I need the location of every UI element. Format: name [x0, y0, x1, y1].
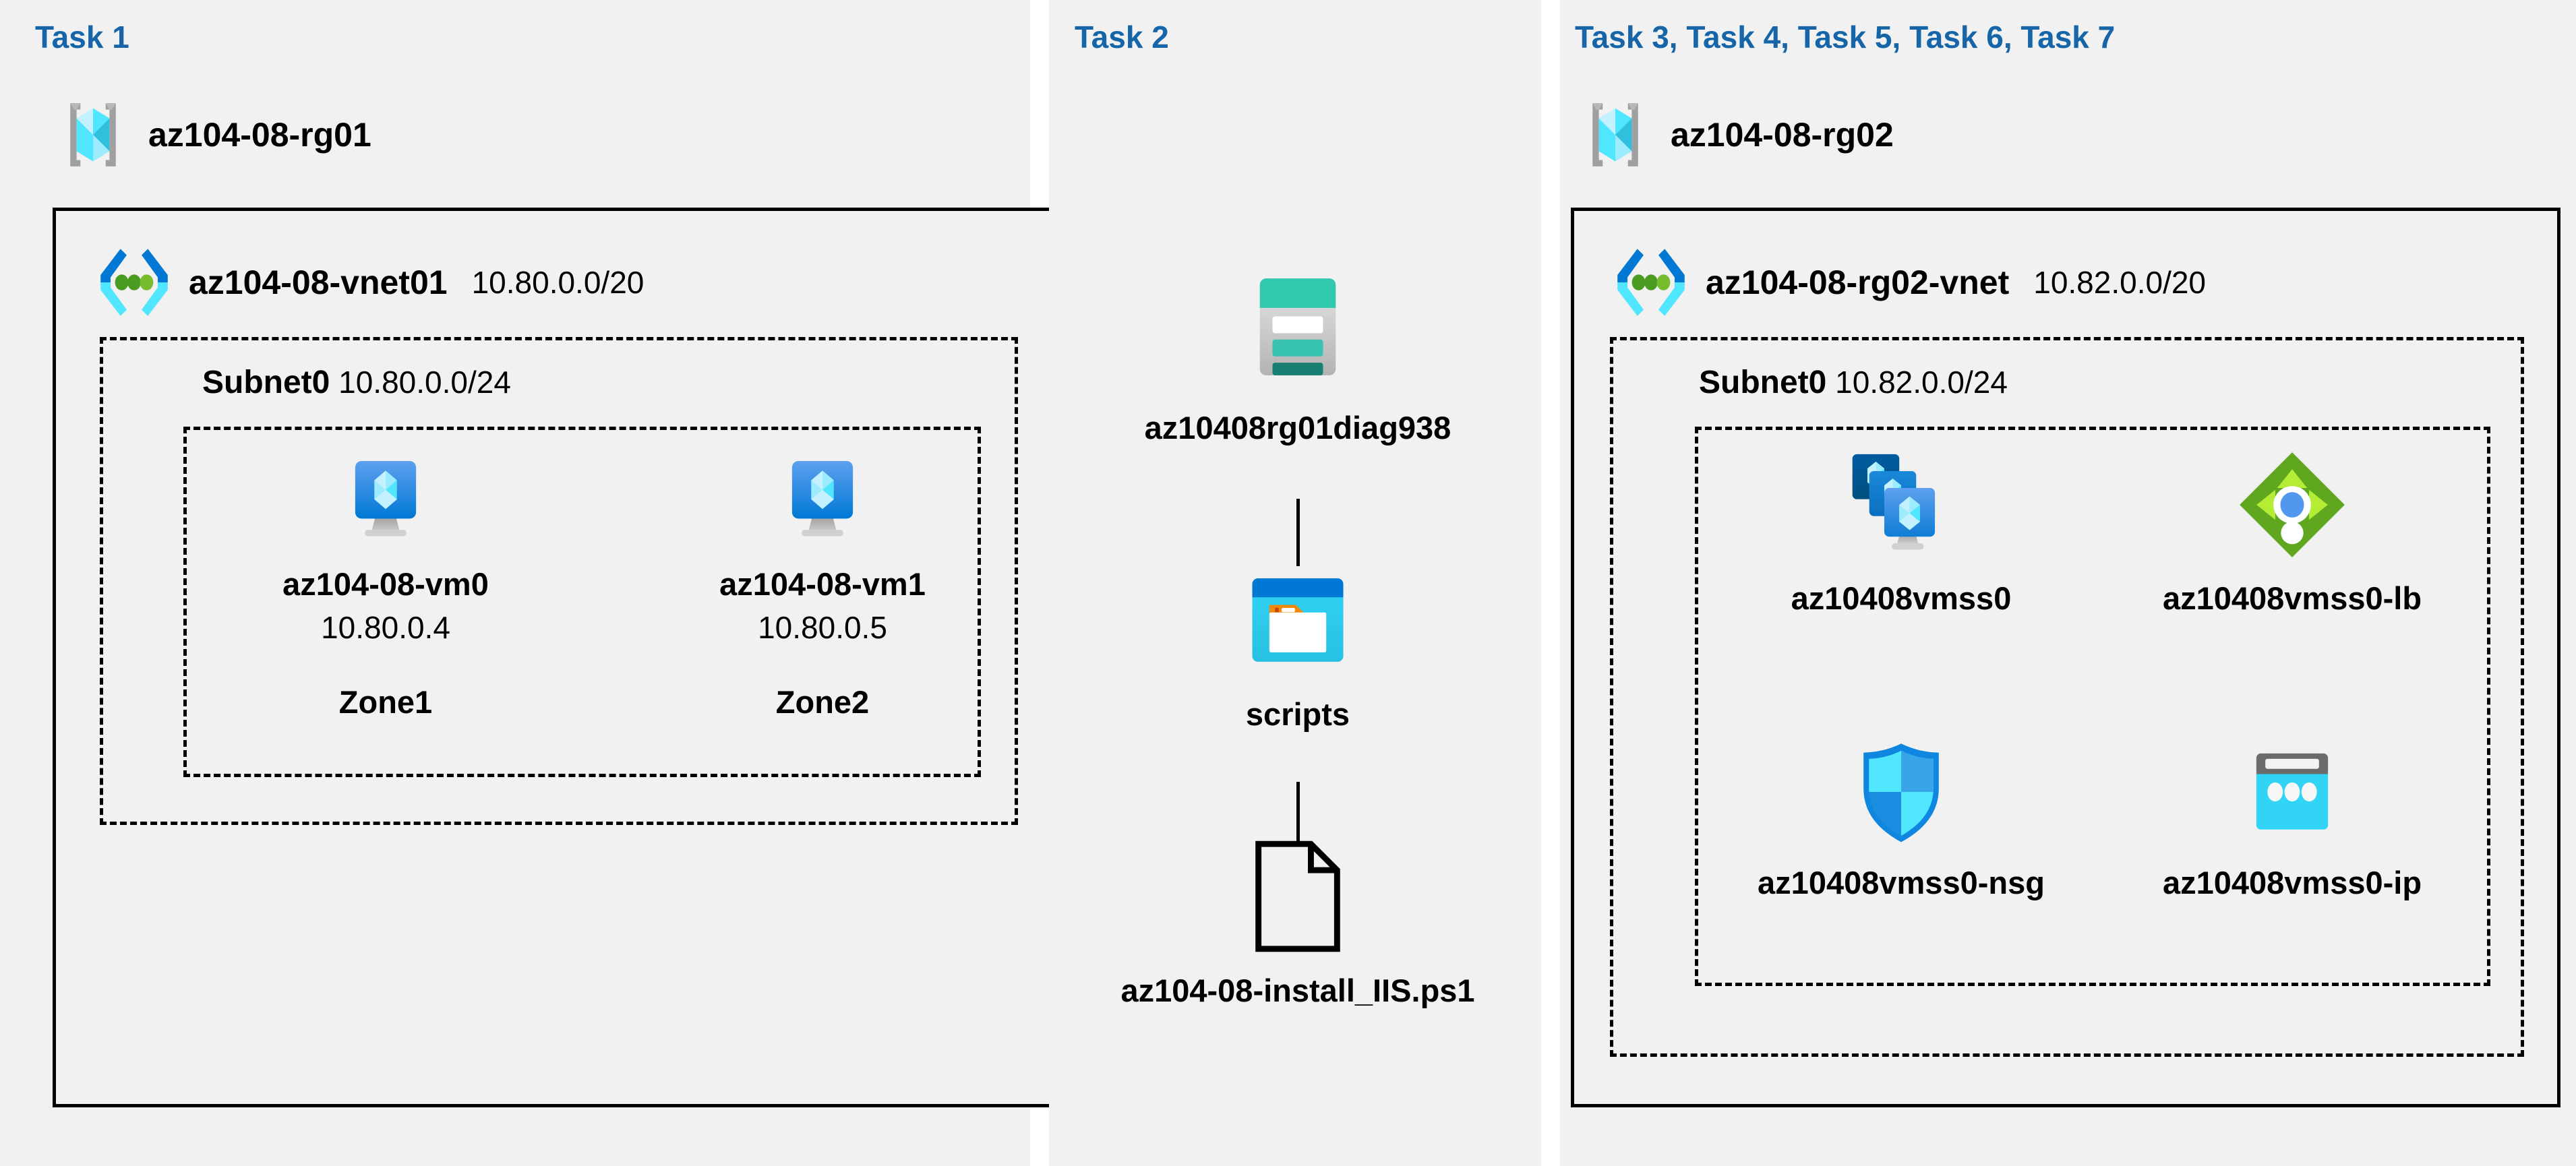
- vm-name: az104-08-vm0: [282, 566, 489, 602]
- connector-line: [1296, 782, 1300, 842]
- task3-resource-group-box: [1695, 427, 2490, 986]
- storage-account-name: az10408rg01diag938: [1144, 410, 1451, 446]
- vmss-node[interactable]: az10408vmss0: [1753, 445, 2049, 617]
- virtual-machine-icon: [771, 448, 874, 551]
- virtual-machine-icon: [334, 448, 437, 551]
- blob-container-node[interactable]: scripts: [1149, 559, 1446, 733]
- vmss-name: az10408vmss0: [1791, 580, 2012, 616]
- vm-zone: Zone1: [338, 684, 433, 720]
- vm-node[interactable]: az104-08-vm0 10.80.0.4 Zone1: [237, 448, 534, 720]
- load-balancer-node[interactable]: az10408vmss0-lb: [2144, 445, 2440, 617]
- file-name: az104-08-install_IIS.ps1: [1120, 973, 1475, 1008]
- task1-subnet-box: [100, 337, 1018, 825]
- task1-vnet-label: az104-08-vnet01: [189, 264, 448, 301]
- file-document-icon: [1247, 836, 1348, 957]
- virtual-network-icon: [1611, 243, 1691, 322]
- public-ip-address-icon: [2235, 735, 2349, 849]
- vm-ip: 10.80.0.4: [321, 610, 450, 645]
- public-ip-name: az10408vmss0-ip: [2162, 865, 2422, 900]
- task1-resource-group: az104-08-rg01: [53, 94, 371, 175]
- task3-subnet-cidr: 10.82.0.0/24: [1835, 365, 2008, 400]
- nsg-node[interactable]: az10408vmss0-nsg: [1753, 735, 2049, 901]
- task3-vnet-label: az104-08-rg02-vnet: [1706, 264, 2010, 301]
- connector-line: [1296, 499, 1300, 566]
- vm-name: az104-08-vm1: [719, 566, 926, 602]
- public-ip-node[interactable]: az10408vmss0-ip: [2144, 735, 2440, 901]
- nsg-name: az10408vmss0-nsg: [1758, 865, 2045, 900]
- storage-account-node[interactable]: az10408rg01diag938: [1145, 259, 1451, 446]
- task3-rg-label: az104-08-rg02: [1671, 116, 1894, 154]
- task1-vnet: az104-08-vnet01 10.80.0.0/20: [94, 243, 644, 322]
- task3-vnet-box: [1571, 208, 2560, 1107]
- task3-subnet-name: Subnet0: [1699, 365, 1827, 400]
- task1-title: Task 1: [35, 20, 129, 55]
- task3-subnet-box: [1610, 337, 2524, 1057]
- task1-subnet-label: Subnet0 10.80.0.0/24: [202, 364, 511, 401]
- task1-subnet-name: Subnet0: [202, 365, 330, 400]
- vm-zone: Zone2: [775, 684, 870, 720]
- virtual-network-icon: [94, 243, 174, 322]
- resource-group-icon: [53, 94, 133, 175]
- task1-subnet-cidr: 10.80.0.0/24: [338, 365, 511, 400]
- task1-vm-group-box: [183, 427, 981, 777]
- resource-group-icon: [1575, 94, 1656, 175]
- file-node[interactable]: az104-08-install_IIS.ps1: [1120, 836, 1475, 1009]
- load-balancer-icon: [2232, 445, 2352, 565]
- network-security-group-icon: [1844, 735, 1958, 849]
- vm-node[interactable]: az104-08-vm1 10.80.0.5 Zone2: [674, 448, 971, 720]
- task3-vnet: az104-08-rg02-vnet 10.82.0.0/20: [1611, 243, 2206, 322]
- task1-rg-label: az104-08-rg01: [148, 116, 371, 154]
- storage-account-icon: [1230, 259, 1365, 394]
- task2-title: Task 2: [1075, 20, 1169, 55]
- blob-container-name: scripts: [1245, 696, 1350, 732]
- vm-scale-set-icon: [1841, 445, 1961, 565]
- load-balancer-name: az10408vmss0-lb: [2162, 580, 2422, 616]
- task1-vnet-cidr: 10.80.0.0/20: [471, 265, 645, 300]
- task3-vnet-cidr: 10.82.0.0/20: [2033, 265, 2207, 300]
- vm-ip: 10.80.0.5: [758, 610, 887, 645]
- task3-subnet-label: Subnet0 10.82.0.0/24: [1699, 364, 2008, 401]
- task3-resource-group: az104-08-rg02: [1575, 94, 1894, 175]
- task3-7-title: Task 3, Task 4, Task 5, Task 6, Task 7: [1575, 20, 2116, 55]
- blob-container-icon: [1237, 559, 1358, 681]
